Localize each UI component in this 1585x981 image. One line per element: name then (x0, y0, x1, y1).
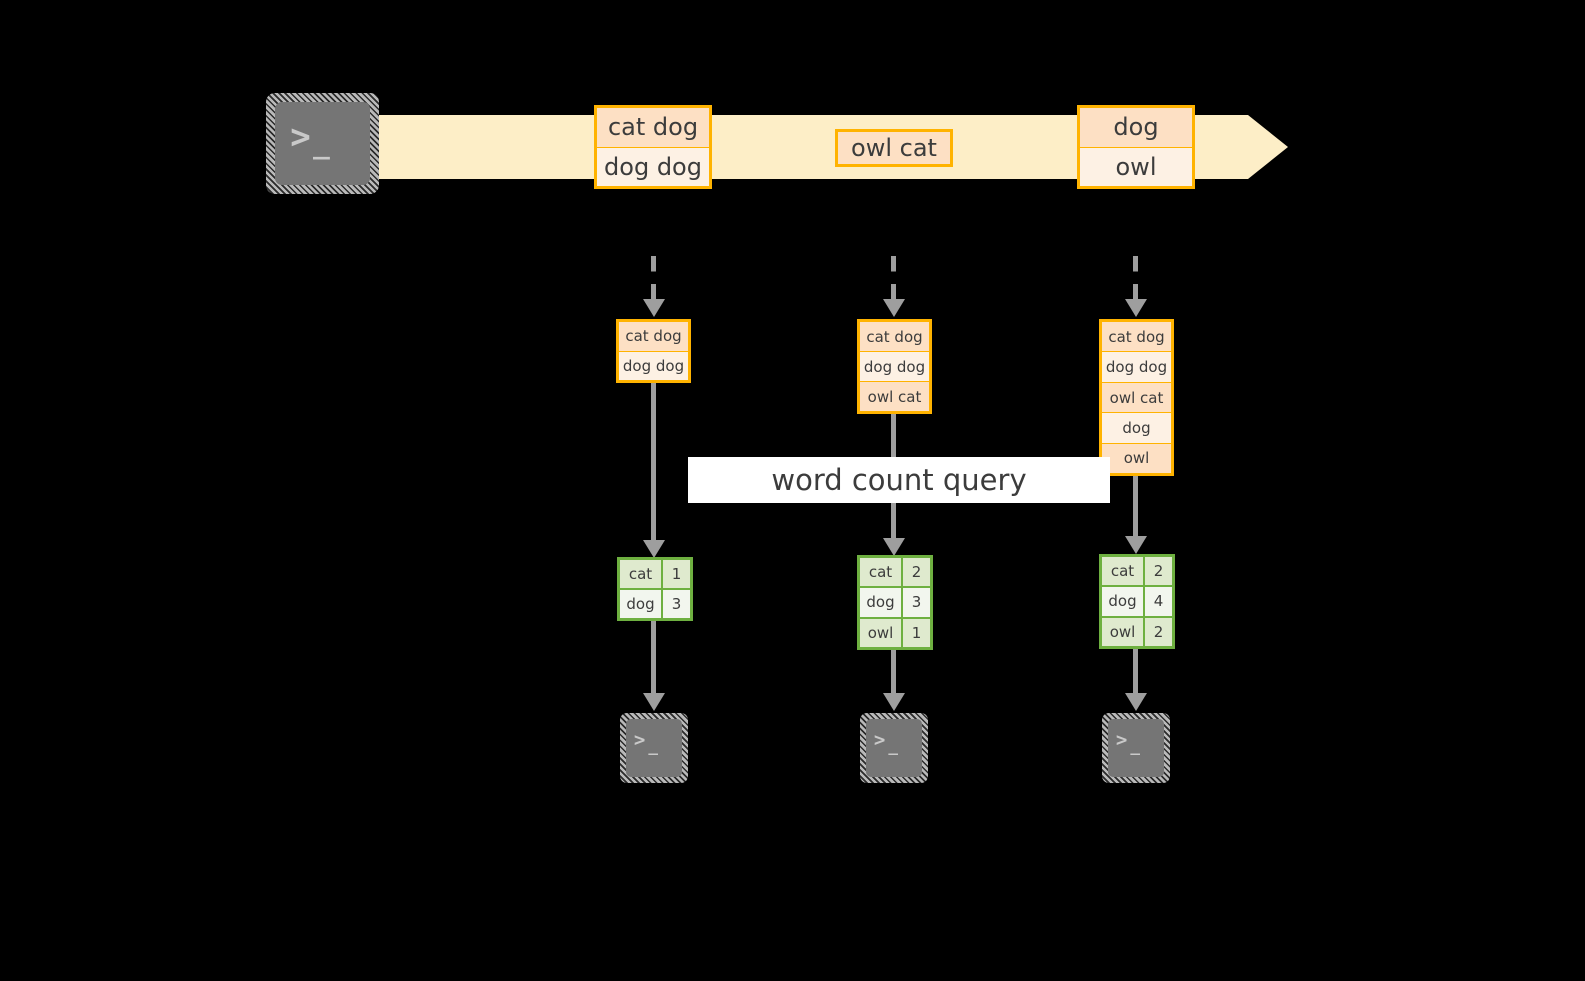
trigger-1-query-link (651, 383, 656, 541)
stream-event-batch-3[interactable]: dog owl (1077, 105, 1195, 189)
result-count: 4 (1145, 587, 1172, 616)
trigger-3-input-line: dog (1102, 413, 1171, 444)
stream-event-line: cat dog (597, 108, 709, 148)
result-count: 2 (1145, 617, 1172, 646)
prompt-icon: > (1115, 728, 1128, 751)
cursor-icon: _ (313, 127, 330, 161)
trigger-3-query-link-arrow (1125, 536, 1147, 554)
stream-event-line: owl (1080, 147, 1192, 186)
trigger-1-stream-link (651, 256, 656, 300)
result-word: cat (860, 558, 903, 587)
trigger-3-stream-link (1133, 256, 1138, 300)
result-count: 3 (903, 588, 930, 617)
trigger-3-sink-terminal-icon[interactable]: > _ (1102, 713, 1170, 783)
source-terminal-body: > _ (275, 102, 370, 185)
stream-event-batch-1[interactable]: cat dog dog dog (594, 105, 712, 189)
cursor-icon: _ (1130, 735, 1141, 755)
trigger-2-query-link-arrow (883, 538, 905, 556)
trigger-2-sink-link-arrow (883, 693, 905, 711)
trigger-1-sink-link (651, 621, 656, 694)
prompt-icon: > (633, 728, 646, 751)
prompt-icon: > (290, 117, 311, 158)
trigger-3-stream-link-arrow (1125, 299, 1147, 317)
trigger-2-stream-link-arrow (883, 299, 905, 317)
table-row: dog 3 (860, 588, 930, 619)
result-word: owl (1102, 617, 1145, 646)
trigger-3-input-line: dog dog (1102, 352, 1171, 383)
table-row: owl 1 (860, 618, 930, 647)
source-terminal-icon[interactable]: > _ (266, 93, 379, 194)
result-word: dog (1102, 587, 1145, 616)
trigger-3-input-line: owl cat (1102, 382, 1171, 414)
result-count: 1 (903, 618, 930, 647)
trigger-3-sink-terminal-body: > _ (1108, 719, 1164, 777)
trigger-1-sink-terminal-body: > _ (626, 719, 682, 777)
table-row: dog 4 (1102, 587, 1172, 618)
trigger-2-input-stack[interactable]: cat dog dog dog owl cat (857, 319, 932, 414)
trigger-3-input-line: cat dog (1102, 322, 1171, 353)
trigger-2-sink-terminal-icon[interactable]: > _ (860, 713, 928, 783)
trigger-3-query-link (1133, 476, 1138, 538)
trigger-3-result-table[interactable]: cat 2 dog 4 owl 2 (1099, 554, 1175, 649)
table-row: owl 2 (1102, 617, 1172, 646)
table-row: cat 2 (1102, 557, 1172, 588)
result-word: owl (860, 618, 903, 647)
trigger-1-input-stack[interactable]: cat dog dog dog (616, 319, 691, 383)
trigger-3-sink-link (1133, 649, 1138, 694)
trigger-3-sink-link-arrow (1125, 693, 1147, 711)
table-row: cat 2 (860, 558, 930, 589)
trigger-1-query-link-arrow (643, 540, 665, 558)
trigger-2-sink-link (891, 650, 896, 694)
stream-arrow-icon (1248, 115, 1288, 179)
trigger-1-result-table[interactable]: cat 1 dog 3 (617, 557, 693, 621)
trigger-1-sink-terminal-icon[interactable]: > _ (620, 713, 688, 783)
query-label: word count query (688, 457, 1110, 503)
stream-event-batch-2[interactable]: owl cat (835, 129, 953, 167)
trigger-2-stream-link (891, 256, 896, 300)
trigger-2-input-line: cat dog (860, 322, 929, 352)
result-count: 1 (663, 560, 690, 588)
stream-event-line: dog dog (597, 147, 709, 186)
result-count: 2 (903, 558, 930, 587)
trigger-2-input-line: dog dog (860, 352, 929, 382)
stream-event-line: owl cat (838, 132, 950, 164)
prompt-icon: > (873, 728, 886, 751)
stream-event-line: dog (1080, 108, 1192, 148)
trigger-1-sink-link-arrow (643, 693, 665, 711)
trigger-2-input-line: owl cat (860, 382, 929, 411)
cursor-icon: _ (648, 735, 659, 755)
cursor-icon: _ (888, 735, 899, 755)
result-count: 3 (663, 590, 690, 618)
result-word: cat (1102, 557, 1145, 586)
trigger-3-input-stack[interactable]: cat dog dog dog owl cat dog owl (1099, 319, 1174, 476)
table-row: cat 1 (620, 560, 690, 590)
result-word: dog (620, 590, 663, 618)
result-count: 2 (1145, 557, 1172, 586)
table-row: dog 3 (620, 590, 690, 618)
result-word: cat (620, 560, 663, 588)
trigger-1-input-line: cat dog (619, 322, 688, 352)
trigger-1-input-line: dog dog (619, 351, 688, 380)
trigger-1-stream-link-arrow (643, 299, 665, 317)
trigger-3-input-line: owl (1102, 443, 1171, 474)
trigger-2-result-table[interactable]: cat 2 dog 3 owl 1 (857, 555, 933, 650)
trigger-2-sink-terminal-body: > _ (866, 719, 922, 777)
result-word: dog (860, 588, 903, 617)
